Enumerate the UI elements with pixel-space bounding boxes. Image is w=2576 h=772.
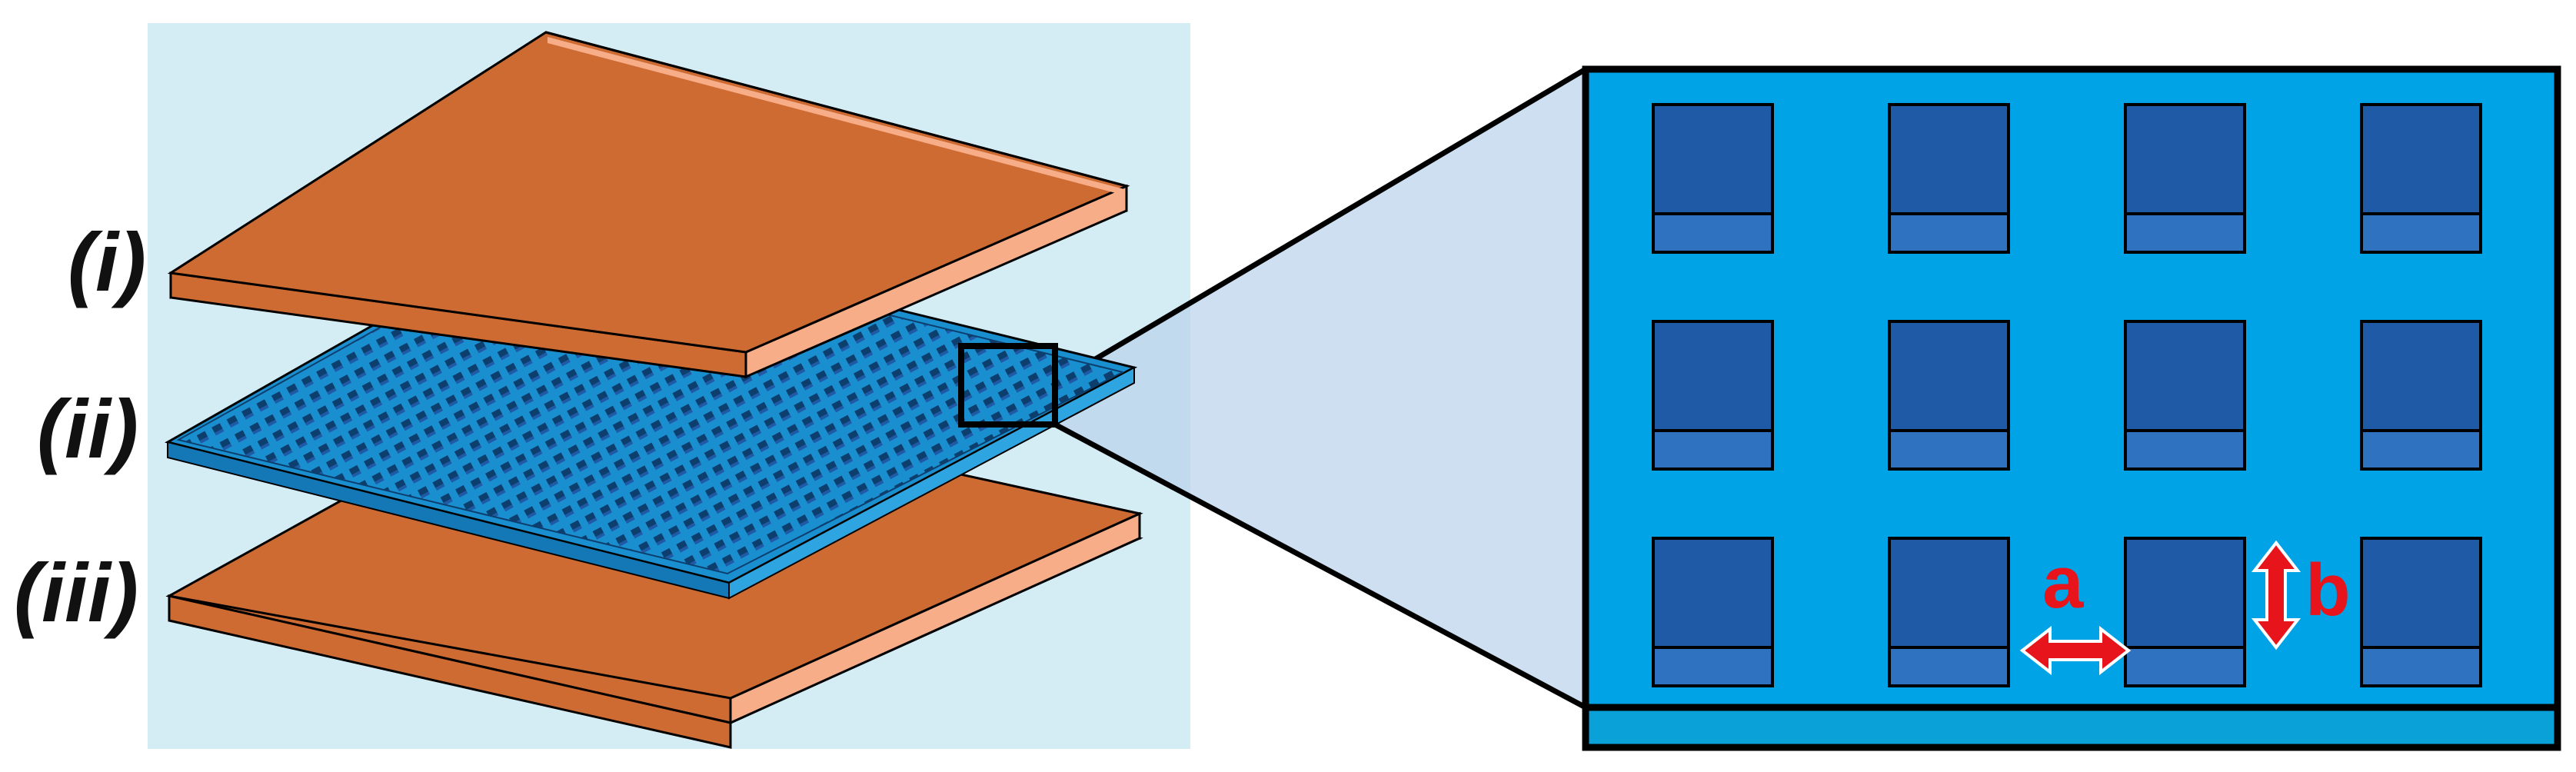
projection-line-top [1053, 66, 1587, 386]
dimension-a-arrow [2019, 625, 2132, 676]
dimension-a-label: a [2042, 541, 2084, 624]
layer-label-ii: (ii) [37, 382, 138, 475]
projection-line-bottom [1053, 421, 1587, 710]
unit-cell-front [1652, 212, 1774, 254]
unit-cell-top [1888, 320, 2010, 432]
unit-cell-top [2124, 537, 2246, 649]
unit-cell-front [2360, 212, 2482, 254]
unit-cell-top [2124, 103, 2246, 215]
unit-cell-top [2360, 537, 2482, 649]
unit-cell-front [1888, 646, 2010, 687]
unit-cell-front [2124, 429, 2246, 471]
zoom-selection-box [958, 343, 1058, 428]
unit-cell-front [1652, 646, 1774, 687]
unit-cell-front [2124, 212, 2246, 254]
dimension-b-arrow [2251, 540, 2301, 651]
unit-cell-front [2124, 646, 2246, 687]
unit-cell-front [2360, 646, 2482, 687]
layer-label-iii: (iii) [14, 546, 138, 639]
unit-cell-top [1652, 320, 1774, 432]
zoom-panel-base-strip [1582, 704, 2561, 751]
unit-cell-array [1652, 103, 2482, 687]
copper-plate-top [167, 31, 1130, 379]
layer-label-i: (i) [68, 215, 146, 308]
unit-cell-front [1652, 429, 1774, 471]
dimension-b-label: b [2305, 549, 2351, 631]
zoom-projection [1055, 69, 1586, 707]
unit-cell-top [1652, 537, 1774, 649]
unit-cell-top [1888, 103, 2010, 215]
unit-cell-front [1888, 212, 2010, 254]
unit-cell-front [1888, 429, 2010, 471]
unit-cell-top [2124, 320, 2246, 432]
unit-cell-top [1652, 103, 1774, 215]
unit-cell-front [2360, 429, 2482, 471]
unit-cell-top [2360, 103, 2482, 215]
unit-cell-top [1888, 537, 2010, 649]
zoom-panel [1582, 65, 2561, 751]
unit-cell-top [2360, 320, 2482, 432]
